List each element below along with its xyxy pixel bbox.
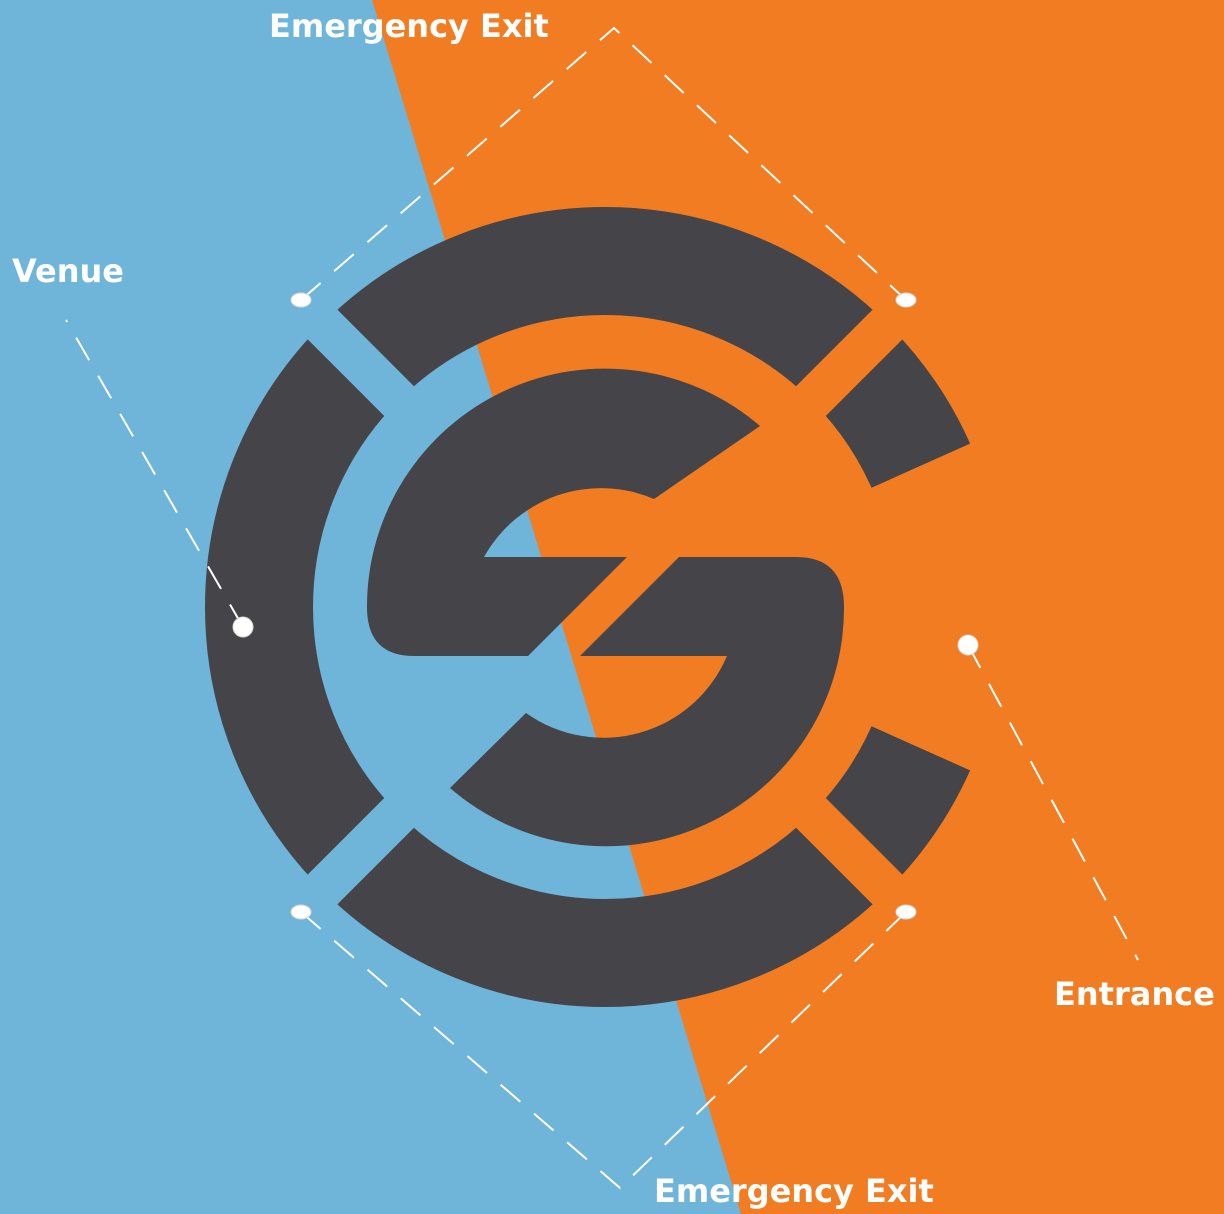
venue-callout xyxy=(65,319,244,628)
entrance-dot xyxy=(957,634,979,656)
exit-bottom-right-dot xyxy=(895,904,917,920)
emergency-exit-bottom-label: Emergency Exit xyxy=(654,1172,934,1210)
cs-monogram-icon xyxy=(205,207,1005,1007)
emergency-exit-bottom-callout xyxy=(300,911,907,1190)
venue-dot xyxy=(232,616,254,638)
s-upper-stroke xyxy=(366,368,760,656)
outer-ring xyxy=(205,207,1005,1007)
callout-lines xyxy=(65,26,1139,1190)
exit-bottom-left-dot xyxy=(290,904,312,920)
s-lower-stroke xyxy=(450,557,845,847)
exit-top-left-dot xyxy=(290,292,312,308)
exit-top-right-dot xyxy=(895,292,917,308)
callout-dots xyxy=(232,292,979,920)
emergency-exit-top-callout xyxy=(300,26,907,301)
entrance-callout xyxy=(967,644,1139,961)
emergency-exit-top-label: Emergency Exit xyxy=(269,7,549,45)
venue-label: Venue xyxy=(12,252,124,290)
entrance-label: Entrance xyxy=(1054,975,1215,1013)
